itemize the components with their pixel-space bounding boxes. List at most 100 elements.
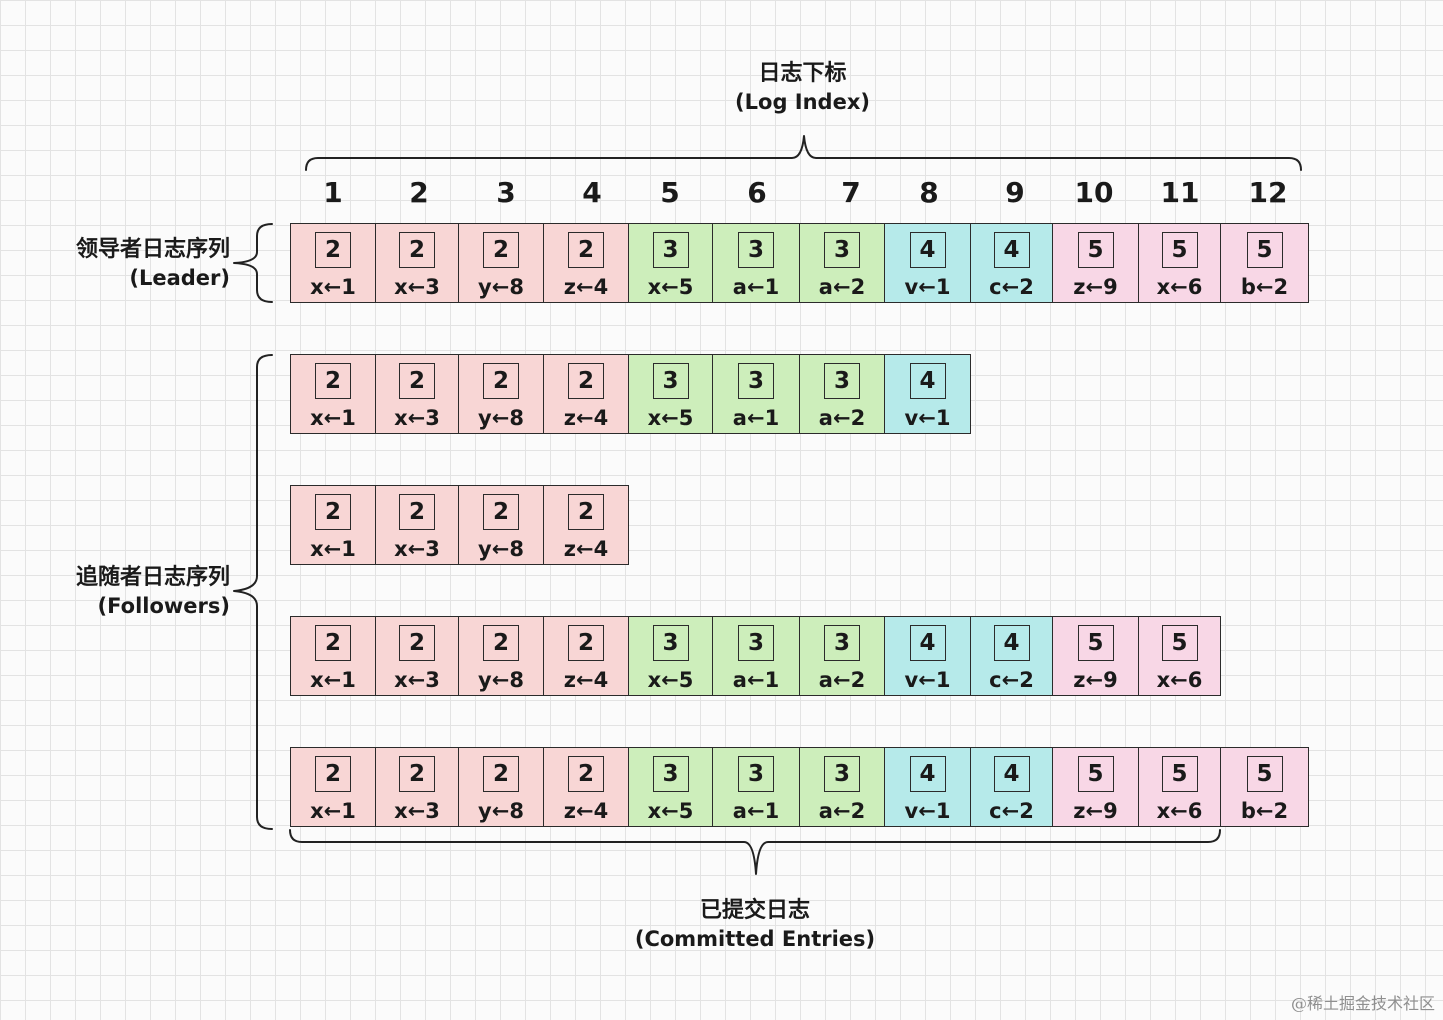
committed-brace <box>289 829 1221 875</box>
log-index-label: 6 <box>747 176 767 209</box>
log-entry-command: a←1 <box>732 275 780 299</box>
log-entry-command: x←1 <box>310 668 356 692</box>
log-entry-command: x←6 <box>1156 275 1203 299</box>
log-entry-command: x←3 <box>394 668 440 692</box>
log-entry-term: 3 <box>652 363 689 399</box>
log-entry-term: 3 <box>824 363 860 399</box>
log-entry-command: c←2 <box>989 668 1034 692</box>
log-entry-term: 3 <box>738 625 774 661</box>
log-entry-command: c←2 <box>989 799 1034 823</box>
leader-caption: 领导者日志序列 (Leader) <box>40 235 230 293</box>
log-entry-command: a←2 <box>818 275 866 299</box>
log-entry-command: y←8 <box>478 537 524 561</box>
log-entry-term: 4 <box>993 756 1030 792</box>
log-entry-command: z←4 <box>563 275 609 299</box>
log-entry-command: v←1 <box>904 799 951 823</box>
log-entry-command: y←8 <box>478 275 524 299</box>
log-entry-term: 3 <box>738 363 774 399</box>
log-entry-command: z←4 <box>563 406 609 430</box>
log-entry-command: a←1 <box>732 406 780 430</box>
log-entry-term: 2 <box>399 363 435 399</box>
log-index-label: 5 <box>660 176 680 209</box>
log-entry-command: v←1 <box>904 668 951 692</box>
log-entry-command: z←4 <box>563 799 609 823</box>
log-index-caption-en: (Log Index) <box>735 90 870 114</box>
log-entry-command: x←1 <box>310 275 356 299</box>
log-index-label: 3 <box>496 176 516 209</box>
log-entry-command: x←3 <box>394 406 440 430</box>
log-entry-command: x←5 <box>647 668 694 692</box>
log-entry-command: x←5 <box>647 406 694 430</box>
log-entry-command: z←9 <box>1073 275 1118 299</box>
log-entry-term: 5 <box>1077 625 1114 661</box>
log-entry-term: 4 <box>993 625 1030 661</box>
log-index-label: 12 <box>1248 176 1288 209</box>
log-entry-term: 2 <box>568 494 604 530</box>
log-entry-command: x←3 <box>394 275 440 299</box>
log-entry-command: a←1 <box>732 668 780 692</box>
log-entry-term: 3 <box>652 232 689 268</box>
log-entry-term: 5 <box>1077 756 1114 792</box>
log-entry-term: 2 <box>315 363 351 399</box>
log-entry-term: 2 <box>568 363 604 399</box>
log-entry-term: 2 <box>399 494 435 530</box>
log-entry-command: x←5 <box>647 275 694 299</box>
log-entry-term: 2 <box>399 625 435 661</box>
log-index-caption: 日志下标 (Log Index) <box>700 59 905 117</box>
log-entry-term: 3 <box>652 625 689 661</box>
log-index-label: 9 <box>1005 176 1025 209</box>
log-entry-command: y←8 <box>478 799 524 823</box>
followers-caption: 追随者日志序列 (Followers) <box>40 563 230 621</box>
log-entry-term: 4 <box>993 232 1030 268</box>
log-entry-term: 5 <box>1246 232 1283 268</box>
log-entry-command: x←6 <box>1156 668 1203 692</box>
log-entry-term: 5 <box>1077 232 1114 268</box>
watermark: @稀土掘金技术社区 <box>1290 994 1435 1013</box>
log-index-label: 7 <box>841 176 861 209</box>
log-index-label: 4 <box>582 176 602 209</box>
log-entry-command: v←1 <box>904 275 951 299</box>
log-entry-command: a←1 <box>732 799 780 823</box>
log-index-label: 10 <box>1074 176 1114 209</box>
log-entry-command: a←2 <box>818 668 866 692</box>
log-entry-term: 2 <box>568 756 604 792</box>
log-entry-term: 2 <box>483 625 519 661</box>
log-entry-command: z←9 <box>1073 668 1118 692</box>
log-entry-term: 5 <box>1161 756 1198 792</box>
log-entry-command: z←4 <box>563 668 609 692</box>
log-entry-term: 3 <box>824 232 860 268</box>
log-entry-term: 2 <box>568 625 604 661</box>
